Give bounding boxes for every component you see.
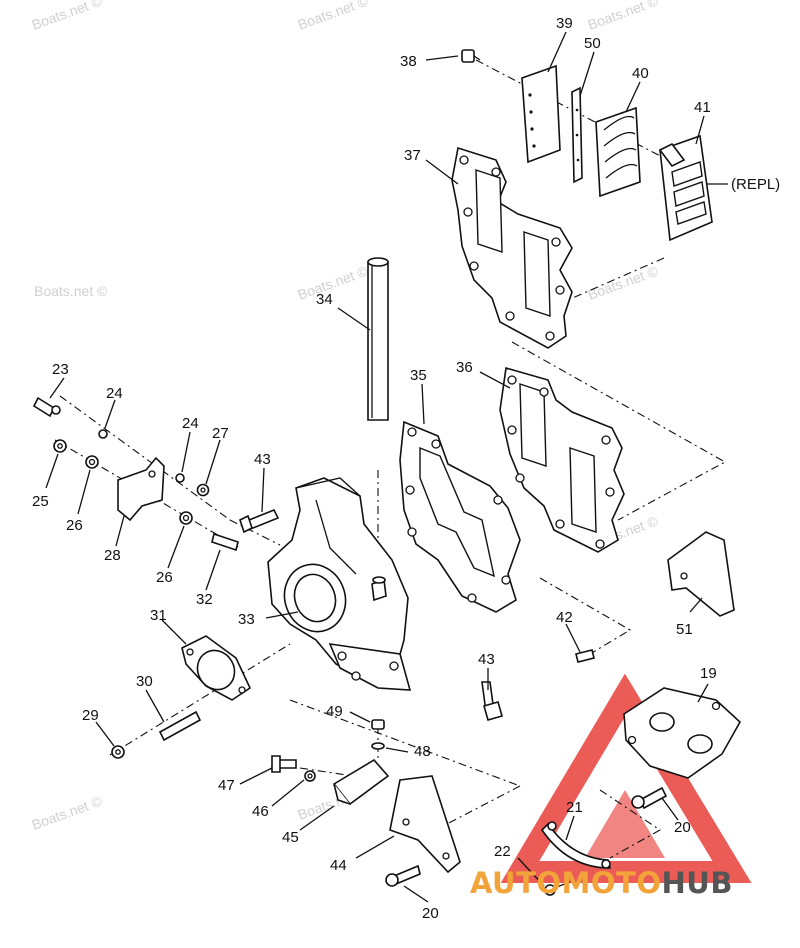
label-50: 50 xyxy=(584,35,601,52)
label-31: 31 xyxy=(150,607,167,624)
label-39: 39 xyxy=(556,15,573,32)
watermark: Boats.net © xyxy=(586,262,661,302)
part-22-screw[interactable] xyxy=(544,881,571,896)
part-28-bracket[interactable] xyxy=(117,456,165,522)
label-28: 28 xyxy=(104,547,121,564)
label-40: 40 xyxy=(632,65,649,82)
part-42-screw[interactable] xyxy=(575,649,595,663)
label-51: 51 xyxy=(676,621,693,638)
part-47-screw[interactable] xyxy=(271,755,297,773)
watermark: Boats.net © xyxy=(296,0,371,33)
label-36: 36 xyxy=(456,359,473,376)
part-27-nut[interactable] xyxy=(196,483,210,497)
part-31-flange-gasket[interactable] xyxy=(181,635,252,701)
part-46-washer[interactable] xyxy=(304,770,316,782)
part-20-screw-upper[interactable] xyxy=(631,786,668,810)
label-49: 49 xyxy=(326,703,343,720)
label-38: 38 xyxy=(400,53,417,70)
label-37: 37 xyxy=(404,147,421,164)
part-43-screw-lower[interactable] xyxy=(481,681,503,721)
part-35-gasket[interactable] xyxy=(399,420,521,613)
label-41: 41 xyxy=(694,99,711,116)
watermark: Boats.net © xyxy=(34,283,108,299)
label-24-b: 24 xyxy=(182,415,199,432)
label-47: 47 xyxy=(218,777,235,794)
part-51-plate[interactable] xyxy=(667,531,735,617)
part-24-washer-b[interactable] xyxy=(175,473,185,483)
logo-hub: HUB xyxy=(661,866,733,900)
part-34-tube[interactable] xyxy=(367,257,389,421)
label-20-upper: 20 xyxy=(674,819,691,836)
part-30-stud[interactable] xyxy=(158,710,202,742)
label-30: 30 xyxy=(136,673,153,690)
part-number-labels: 38 39 50 40 41 (REPL) 37 34 35 36 43 23 … xyxy=(32,15,780,922)
part-26-washer-b[interactable] xyxy=(179,511,193,525)
part-29-nut[interactable] xyxy=(111,745,125,759)
label-34: 34 xyxy=(316,291,333,308)
label-20-lower: 20 xyxy=(422,905,439,922)
part-45-switch[interactable] xyxy=(332,758,390,806)
automotohub-logo-text: AUTOMOTOHUB xyxy=(470,866,733,900)
logo-auto: AUTO xyxy=(470,866,562,900)
part-20-screw-lower[interactable] xyxy=(385,864,421,887)
label-43-lower: 43 xyxy=(478,651,495,668)
label-24-a: 24 xyxy=(106,385,123,402)
part-39-reed-stop[interactable] xyxy=(521,64,561,164)
watermark: Boats.net © xyxy=(30,0,105,33)
label-26-a: 26 xyxy=(66,517,83,534)
label-32: 32 xyxy=(196,591,213,608)
label-23: 23 xyxy=(52,361,69,378)
part-33-intake-manifold[interactable] xyxy=(267,477,412,691)
part-36-gasket[interactable] xyxy=(499,366,625,553)
part-50-strip[interactable] xyxy=(571,86,583,184)
part-44-bracket[interactable] xyxy=(389,775,461,874)
label-44: 44 xyxy=(330,857,347,874)
part-43-screw-upper[interactable] xyxy=(239,508,280,534)
part-37-gasket[interactable] xyxy=(451,146,573,349)
part-49-screw[interactable] xyxy=(371,719,385,730)
part-21-clamp[interactable] xyxy=(540,821,612,869)
label-33: 33 xyxy=(238,611,255,628)
part-48-washer[interactable] xyxy=(371,742,385,750)
label-46: 46 xyxy=(252,803,269,820)
label-repl: (REPL) xyxy=(731,176,780,193)
part-40-reed-petals[interactable] xyxy=(595,106,641,198)
part-38-screw[interactable] xyxy=(461,49,481,63)
label-26-b: 26 xyxy=(156,569,173,586)
part-41-reed-block[interactable] xyxy=(658,134,713,242)
part-25-nut[interactable] xyxy=(53,439,67,453)
label-21: 21 xyxy=(566,799,583,816)
part-24-washer-a[interactable] xyxy=(98,429,108,439)
label-35: 35 xyxy=(410,367,427,384)
label-22: 22 xyxy=(494,843,511,860)
label-42: 42 xyxy=(556,609,573,626)
leader-lines xyxy=(45,31,728,903)
label-29: 29 xyxy=(82,707,99,724)
watermark: Boats.net © xyxy=(30,792,105,832)
label-45: 45 xyxy=(282,829,299,846)
label-48: 48 xyxy=(414,743,431,760)
label-43-upper: 43 xyxy=(254,451,271,468)
label-19: 19 xyxy=(700,665,717,682)
part-32-stud[interactable] xyxy=(211,532,239,552)
part-23-fitting[interactable] xyxy=(32,396,61,418)
logo-moto: MOTO xyxy=(561,866,662,900)
label-27: 27 xyxy=(212,425,229,442)
part-19-bracket[interactable] xyxy=(623,687,742,779)
automotohub-logo-triangle xyxy=(500,673,752,883)
label-25: 25 xyxy=(32,493,49,510)
watermark: Boats.net © xyxy=(296,262,371,302)
watermark: Boats.net © xyxy=(586,0,661,33)
part-26-washer-a[interactable] xyxy=(85,455,99,469)
